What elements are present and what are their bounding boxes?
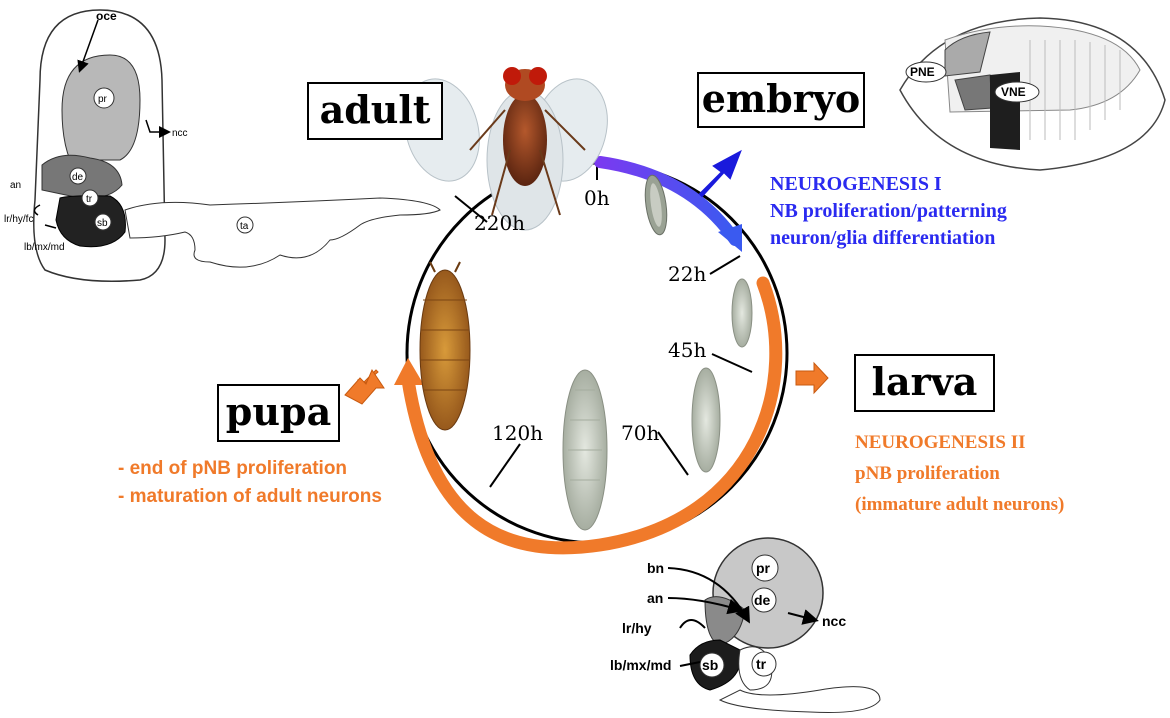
neurogenesis-1-line1: NB proliferation/patterning [770, 198, 1007, 225]
neurogenesis-1-text: NEUROGENESIS I NB proliferation/patterni… [770, 171, 1007, 252]
label-larva-lr-hy: lr/hy [622, 620, 652, 636]
label-larva-tr: tr [756, 656, 767, 672]
larva-large-image [563, 370, 607, 530]
pupa-direction-arrow [345, 370, 384, 404]
time-label-0h: 0h [584, 186, 610, 210]
neurogenesis-1-title: NEUROGENESIS I [770, 171, 1007, 198]
label-ta: ta [240, 221, 249, 232]
label-larva-sb: sb [702, 657, 718, 673]
embryo-direction-arrow [700, 152, 740, 196]
tick-22h [710, 256, 740, 274]
label-larva-lb-mx-md: lb/mx/md [610, 657, 671, 673]
label-larva-de: de [754, 592, 771, 608]
label-pne: PNE [910, 65, 935, 79]
label-larva-pr: pr [756, 560, 771, 576]
label-de: de [72, 172, 84, 183]
pupa-notes: - end of pNB proliferation - maturation … [118, 455, 382, 511]
tick-120h [490, 444, 520, 487]
neurogenesis-1-line2: neuron/glia differentiation [770, 225, 1007, 252]
time-label-22h: 22h [668, 262, 706, 286]
label-an: an [10, 180, 21, 191]
tick-45h [712, 354, 752, 372]
stage-label-adult: adult [307, 82, 443, 140]
label-larva-ncc: ncc [822, 613, 846, 629]
label-tr: tr [86, 194, 93, 205]
larva-small-image [732, 279, 752, 347]
larva-brain-schematic [668, 538, 880, 713]
larva-mid-image [692, 368, 720, 472]
label-sb: sb [97, 218, 108, 229]
time-label-120h: 120h [492, 421, 543, 445]
larva-direction-arrow [796, 363, 828, 393]
time-label-45h: 45h [668, 338, 706, 362]
label-ncc: ncc [172, 128, 188, 139]
stage-label-embryo: embryo [697, 72, 865, 128]
label-pr: pr [98, 94, 108, 105]
label-oce: oce [96, 9, 117, 23]
label-vne: VNE [1001, 85, 1026, 99]
label-lr-hy-fc: lr/hy/fc [4, 214, 33, 225]
time-label-220h: 220h [474, 211, 525, 235]
stage-label-pupa: pupa [217, 384, 340, 442]
stage-label-larva: larva [854, 354, 995, 412]
label-larva-bn: bn [647, 560, 664, 576]
neurogenesis-2-line2: (immature adult neurons) [855, 489, 1064, 520]
neurogenesis-2-text: NEUROGENESIS II pNB proliferation (immat… [855, 427, 1064, 520]
time-label-70h: 70h [621, 421, 659, 445]
pupa-note-1: - end of pNB proliferation [118, 455, 382, 483]
label-lb-mx-md: lb/mx/md [24, 242, 65, 253]
tick-70h [658, 432, 688, 475]
neurogenesis-2-title: NEUROGENESIS II [855, 427, 1064, 458]
pupa-note-2: - maturation of adult neurons [118, 483, 382, 511]
adult-brain-schematic [34, 10, 440, 281]
label-larva-an: an [647, 590, 663, 606]
pupa-image [420, 262, 470, 430]
neurogenesis-2-line1: pNB proliferation [855, 458, 1064, 489]
